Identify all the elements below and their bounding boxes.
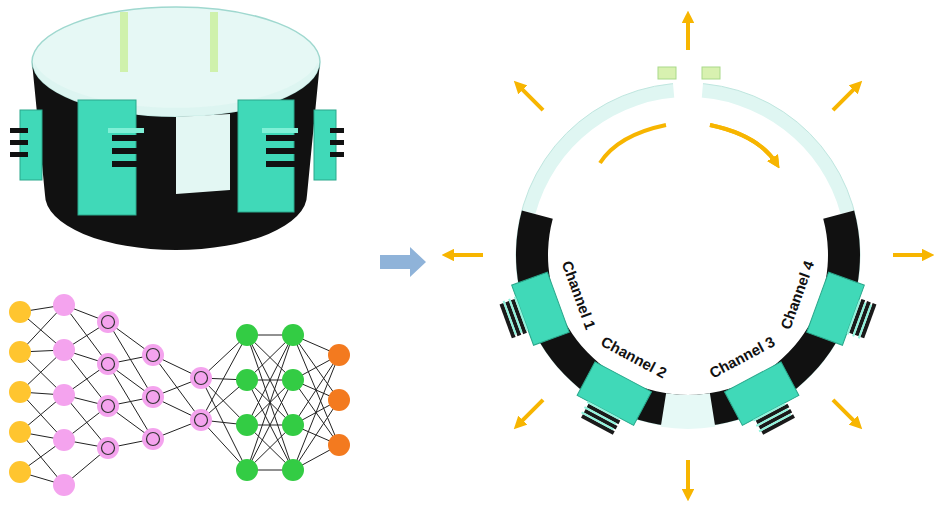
channel-label: Channel 1 (560, 258, 599, 330)
nn-link (247, 335, 293, 470)
emission-arrow (833, 85, 858, 110)
nn-conv-mark (195, 414, 208, 427)
nn-neuron (9, 341, 31, 363)
nn-neuron (328, 389, 350, 411)
nn-neuron (53, 384, 75, 406)
emission-arrow (518, 400, 543, 425)
nn-conv-mark (147, 391, 160, 404)
emission-arrow (518, 85, 543, 110)
emission-arrow (833, 400, 858, 425)
nn-neuron (53, 474, 75, 496)
band-gap (673, 81, 703, 106)
channel-label: Channel 3 (707, 334, 777, 381)
wearable-band-top-view (495, 67, 881, 441)
nn-neuron (282, 324, 304, 346)
band-notch (661, 393, 715, 429)
nn-neuron (97, 395, 119, 417)
electrode-pad (807, 272, 882, 351)
nn-conv-mark (102, 400, 115, 413)
flow-arrow (380, 247, 426, 277)
nn-neuron (236, 414, 258, 436)
nn-conv-mark (102, 316, 115, 329)
nn-neuron (97, 311, 119, 333)
nn-neuron (282, 369, 304, 391)
nn-link (293, 355, 339, 425)
nn-neuron (53, 339, 75, 361)
nn-link (247, 335, 293, 470)
emission-arrow (893, 253, 928, 257)
top-clasp (702, 67, 720, 79)
nn-neuron (53, 429, 75, 451)
nn-neuron (9, 301, 31, 323)
nn-conv-mark (195, 372, 208, 385)
nn-neuron (142, 344, 164, 366)
wearable-band-3d (10, 7, 344, 250)
nn-neuron (142, 428, 164, 450)
nn-neuron (97, 353, 119, 375)
nn-link (153, 355, 201, 420)
nn-neuron (236, 369, 258, 391)
nn-neuron (53, 294, 75, 316)
nn-neuron (236, 324, 258, 346)
nn-conv-mark (102, 442, 115, 455)
nn-neuron (328, 434, 350, 456)
electrode-pad (495, 272, 570, 351)
top-clasp (658, 67, 676, 79)
electrode-pad (725, 362, 808, 441)
nn-link (293, 400, 339, 470)
nn-neuron (9, 421, 31, 443)
emission-arrow (686, 17, 690, 50)
band-lower (516, 210, 860, 427)
nn-conv-mark (147, 433, 160, 446)
nn-neuron (190, 409, 212, 431)
nn-neuron (328, 344, 350, 366)
nn-neuron (97, 437, 119, 459)
nn-neuron (282, 414, 304, 436)
emission-arrow (448, 253, 483, 257)
electrode-pad (569, 362, 652, 441)
nn-neuron (236, 459, 258, 481)
neural-network (9, 294, 350, 496)
rotation-arrow (710, 125, 776, 163)
nn-neuron (282, 459, 304, 481)
nn-neuron (142, 386, 164, 408)
nn-neuron (9, 381, 31, 403)
emission-arrow (686, 460, 690, 495)
nn-neuron (9, 461, 31, 483)
rotation-arrow (600, 125, 776, 163)
channel-label: Channel 2 (598, 334, 668, 381)
channel-label: Channel 4 (778, 258, 817, 330)
band-rim (516, 83, 860, 427)
nn-neuron (190, 367, 212, 389)
nn-conv-mark (102, 358, 115, 371)
nn-conv-mark (147, 349, 160, 362)
